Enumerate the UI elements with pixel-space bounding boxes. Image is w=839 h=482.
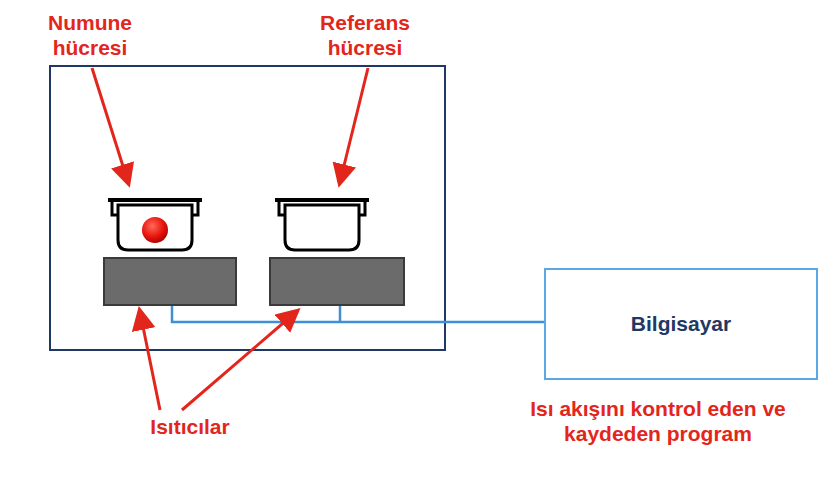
leader-arrow — [92, 68, 368, 410]
box-text: Bilgisayar — [631, 312, 731, 336]
wire — [172, 305, 544, 322]
reference-pan — [275, 200, 369, 250]
computer-box: Bilgisayar — [544, 268, 818, 380]
note-label: Isı akışını kontrol eden ve kaydeden pro… — [513, 396, 803, 446]
sample — [142, 217, 168, 243]
part-label: Referans hücresi — [300, 10, 430, 60]
heater — [104, 258, 236, 305]
part-label: Numune hücresi — [30, 10, 150, 60]
instrument-frame — [50, 66, 445, 350]
heater — [270, 258, 404, 305]
part-label: Isıtıcılar — [115, 414, 265, 439]
sample-pan — [108, 200, 202, 250]
